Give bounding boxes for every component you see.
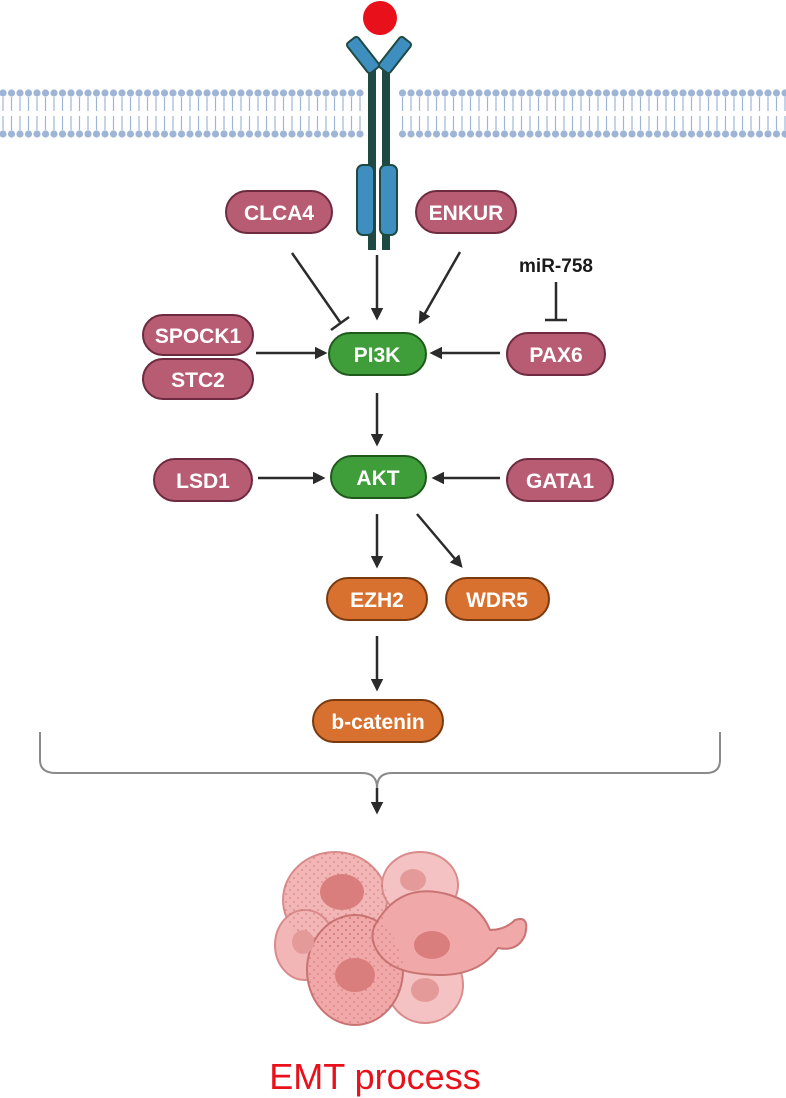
node-wdr5-label: WDR5: [466, 589, 528, 612]
node-enkur: ENKUR: [415, 190, 517, 234]
node-clca4: CLCA4: [225, 190, 333, 234]
node-akt: AKT: [330, 455, 427, 499]
node-bcatenin-label: b-catenin: [331, 711, 424, 734]
node-bcatenin: b-catenin: [312, 699, 444, 743]
edge-clca4-inhibit-bar: [330, 315, 350, 332]
node-spock1-label: SPOCK1: [155, 325, 242, 348]
node-pi3k-label: PI3K: [354, 344, 401, 367]
node-gata1-label: GATA1: [526, 470, 594, 493]
node-akt-label: AKT: [356, 467, 399, 490]
node-pi3k: PI3K: [328, 332, 427, 376]
node-spock1: SPOCK1: [142, 314, 254, 356]
node-lsd1: LSD1: [153, 458, 253, 502]
lipid-bilayer-icon: [0, 89, 786, 138]
node-stc2: STC2: [142, 358, 254, 400]
node-enkur-label: ENKUR: [429, 202, 504, 225]
node-ezh2-label: EZH2: [350, 589, 404, 612]
node-stc2-label: STC2: [171, 369, 225, 392]
edge-akt-to-wdr5: [416, 513, 463, 568]
node-clca4-label: CLCA4: [244, 202, 314, 225]
node-pax6: PAX6: [506, 332, 606, 376]
cancer-cell-cluster-icon: [274, 851, 528, 1026]
node-ezh2: EZH2: [326, 577, 428, 621]
ligand-icon: [363, 1, 397, 35]
edge-enkur-to-pi3k: [418, 251, 462, 325]
node-lsd1-label: LSD1: [176, 470, 230, 493]
receptor-icon: [345, 35, 413, 250]
edge-clca4-inhibits-pi3k: [290, 252, 342, 323]
outcome-label: EMT process: [269, 1056, 480, 1097]
node-pax6-label: PAX6: [529, 344, 582, 367]
node-gata1: GATA1: [506, 458, 614, 502]
node-mir758-label: miR-758: [519, 256, 593, 277]
node-wdr5: WDR5: [445, 577, 550, 621]
pathway-edges: [39, 251, 721, 815]
